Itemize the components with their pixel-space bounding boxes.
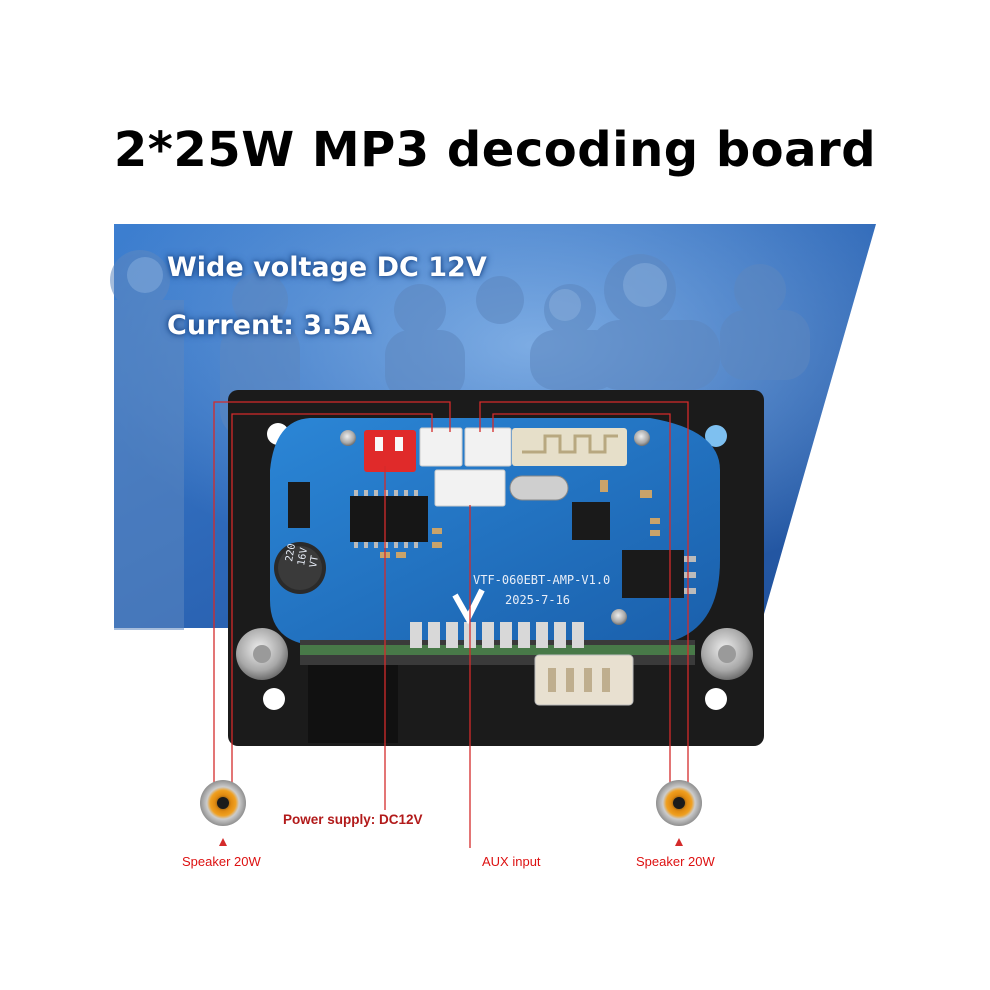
amplifier-chip (350, 496, 428, 542)
board-model: VTF-060EBT-AMP-V1.0 (473, 573, 610, 587)
aux-connector (434, 469, 506, 507)
pcb-board (270, 418, 720, 645)
rear-connector (308, 665, 398, 743)
crystal (509, 475, 569, 501)
capacitor-label: 16V (296, 547, 310, 567)
white-connector (464, 427, 512, 467)
current-spec: Current: 3.5A (167, 310, 373, 341)
wire-leaders (213, 401, 689, 848)
power-connector (364, 430, 416, 472)
diode (288, 482, 310, 528)
speaker-left-label: Speaker 20W (182, 854, 261, 869)
white-connector (419, 427, 463, 467)
power-supply-label: Power supply: DC12V (283, 812, 423, 827)
capacitor-label: VT (308, 555, 321, 569)
screw (611, 609, 627, 625)
board-date: 2025-7-16 (505, 593, 570, 607)
voltage-spec: Wide voltage DC 12V (167, 252, 487, 283)
page-title: 2*25W MP3 decoding board (113, 122, 877, 178)
screw (340, 430, 356, 446)
frame-hole (705, 425, 727, 447)
capacitor-label: 220 (284, 543, 298, 563)
aux-input-label: AUX input (482, 854, 541, 869)
regulator (622, 550, 684, 598)
decoder-chip (572, 502, 610, 540)
screw (634, 430, 650, 446)
frame-hole (263, 688, 285, 710)
vibe-logo (452, 588, 485, 625)
frame-hole (705, 688, 727, 710)
speaker-right-label: Speaker 20W (636, 854, 715, 869)
bluetooth-module (512, 428, 627, 466)
